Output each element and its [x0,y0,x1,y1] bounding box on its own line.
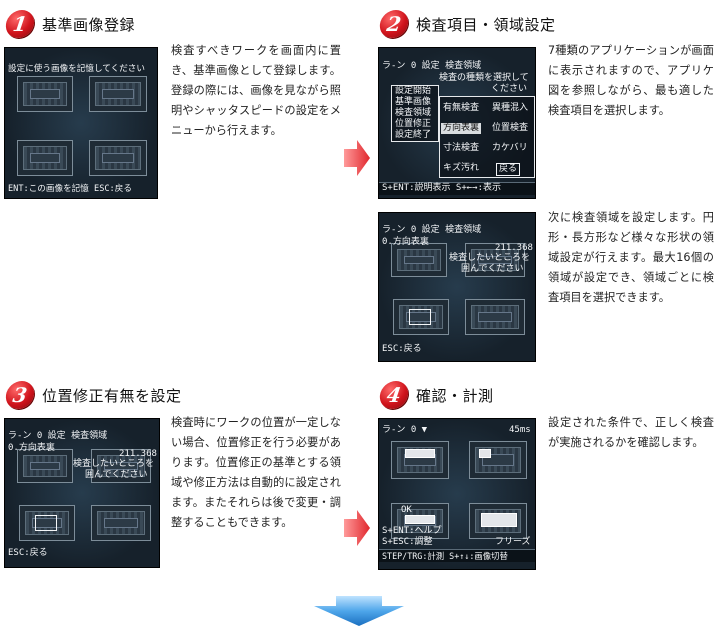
step-3-screen: ラ-ン 0 設定 検査領域 0.方向表裏 211.368 検査したいところを 囲… [4,418,160,568]
chip-image [89,140,147,176]
roi-rectangle [35,515,57,531]
option-item: 戻る [496,163,521,176]
screen-prompt: 検査の種類を選択して [439,73,529,83]
step-3-header: 3 位置修正有無を設定 [4,380,182,410]
chip-image [393,299,449,335]
roi-rectangle [409,309,431,325]
chip-image [391,243,447,277]
step-2-screen-2: ラ-ン 0 設定 検査領域 0.方向表裏 211.368 検査したいところを 囲… [378,212,536,362]
step-1-description: 検査すべきワークを画面内に置き、基準画像として登録します。登録の際には、画像を見… [171,44,341,137]
screen-header: ラ-ン 0 設定 検査領域 [382,61,482,71]
next-step-arrow-icon [344,510,370,546]
screen-footer: S+ESC:調整 [382,537,433,547]
option-item: キズ汚れ [443,163,480,173]
chip-image [91,449,151,483]
option-item: 異種混入 [492,103,529,113]
step-4-screen: ラ-ン 0 ▼ 45ms OK S+ENT:ヘルプ S+ESC:調整 フリーズ … [378,418,536,570]
chip-image [465,299,525,335]
screen-time: 45ms [509,425,531,435]
screen-sub: 0.方向表裏 [8,443,55,453]
ok-indicator-bar [481,513,517,527]
screen-prompt: 囲んでください [461,264,524,274]
ok-indicator-bar [405,449,435,458]
continue-down-arrow-icon [314,596,404,626]
step-4-badge: 4 [378,381,410,409]
screen-footer: STEP/TRG:計測 S+↑↓:画像切替 [382,551,508,561]
screen-footer: ESC:戻る [8,548,48,558]
ok-indicator-bar [405,515,435,524]
chip-image [19,505,75,541]
step-1-screen: 設定に使う画像を記憶してください ENT:この画像を記憶 ESC:戻る [4,47,158,199]
screen-header: ラ-ン 0 ▼ [382,425,428,435]
chip-image [17,140,73,176]
chip-image [17,76,73,112]
chip-image [91,505,151,541]
screen-footer: ESC:戻る [382,344,422,354]
screen-value: 211.368 [495,243,533,253]
screen-bottom-text: ENT:この画像を記憶 ESC:戻る [8,184,132,194]
step-4-description: 設定された条件で、正しく検査が実施されるかを確認します。 [548,416,714,449]
screen-left-menu: 設定開始 基準画像 検査領域 位置修正 設定終了 [391,85,439,142]
option-item: カケバリ [492,143,528,153]
screen-footer: S+ENT:説明表示 S+←→:表示 [382,183,502,193]
screen-freeze: フリーズ [495,537,531,547]
chip-image [89,76,147,112]
next-step-arrow-icon [344,140,370,176]
screen-prompt: 囲んでください [85,470,148,480]
step-3-title: 位置修正有無を設定 [42,386,182,405]
step-1-badge: 1 [4,10,36,38]
step-2-badge: 2 [378,10,410,38]
screen-prompt: ください [491,84,528,94]
option-item: 位置検査 [492,123,529,133]
screen-top-text: 設定に使う画像を記憶してください [8,64,145,74]
step-4-title: 確認・計測 [416,386,494,405]
step-3-description: 検査時にワークの位置が一定しない場合、位置修正を行う必要があります。位置修正の基… [171,416,341,529]
step-1-header: 1 基準画像登録 [4,9,136,39]
left-menu-item: 設定開始 [395,86,432,96]
step-4-header: 4 確認・計測 [378,380,494,410]
step-3-badge: 3 [4,381,36,409]
option-item-selected: 方向表裏 [441,123,482,134]
chip-image [391,441,449,479]
screen-prompt: 検査したいところを [73,459,155,469]
step-1-title: 基準画像登録 [42,15,136,34]
chip-image [17,449,73,483]
step-2-screen: ラ-ン 0 設定 検査領域 検査の種類を選択して ください 設定開始 基準画像 … [378,47,536,199]
step-2-header: 2 検査項目・領域設定 [378,9,556,39]
screen-value: 211.368 [119,449,157,459]
left-menu-item: 検査領域 [395,108,432,118]
chip-image [469,441,527,479]
left-menu-item: 位置修正 [395,119,432,129]
step-2-title: 検査項目・領域設定 [416,15,556,34]
left-menu-item: 設定終了 [395,130,432,140]
option-item: 有無検査 [443,103,480,113]
screen-ok-label: OK [401,505,412,515]
screen-header: ラ-ン 0 設定 検査領域 [382,225,482,235]
screen-sub: 0.方向表裏 [382,237,429,247]
screen-header: ラ-ン 0 設定 検査領域 [8,431,108,441]
ok-indicator-bar [479,449,491,458]
screen-prompt: 検査したいところを [449,253,531,263]
screen-option-menu: 有無検査 異種混入 方向表裏 位置検査 寸法検査 カケバリ キズ汚れ 戻る [439,96,535,178]
step-2-description: 7種類のアプリケーションが画面に表示されますので、アプリケ図を参照しながら、最も… [548,44,714,117]
screen-footer: S+ENT:ヘルプ [382,526,442,536]
chip-image [465,243,525,277]
step-2-description-2: 次に検査領域を設定します。円形・長方形など様々な形状の領域設定が行えます。最大1… [548,211,714,304]
option-item: 寸法検査 [443,143,480,153]
left-menu-item: 基準画像 [395,97,432,107]
